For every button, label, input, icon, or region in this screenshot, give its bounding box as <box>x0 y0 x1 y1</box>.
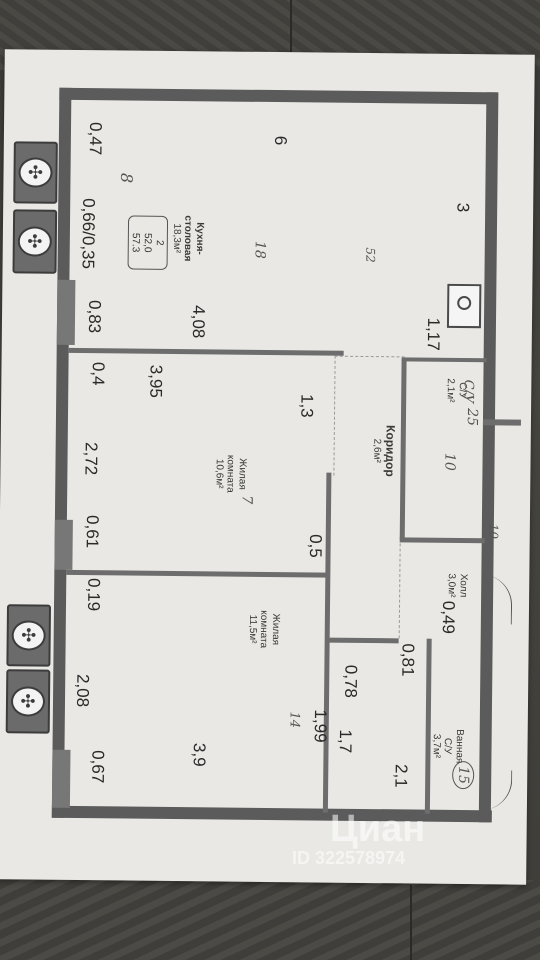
window-mark <box>51 749 71 808</box>
air-conditioner-icon: ✣ <box>13 141 58 204</box>
door-arc <box>480 770 513 811</box>
dimension-label: 3,95 <box>146 364 166 398</box>
fan-icon: ✣ <box>18 157 53 188</box>
room-area: 2,6м² <box>371 438 383 463</box>
wall-living-living <box>66 569 329 578</box>
air-conditioner-icon: ✣ <box>6 604 52 667</box>
fan-icon: ✣ <box>10 686 46 717</box>
apartment-badge: 2 52,0 57.3 <box>127 215 169 270</box>
dimension-label: 0,49 <box>438 600 459 635</box>
room-area: 3,0м² <box>446 573 458 598</box>
dimension-label: 0,5 <box>305 534 326 558</box>
air-conditioner-icon: ✣ <box>12 209 58 274</box>
sink-icon <box>446 283 482 329</box>
dimension-label: 0,47 <box>85 122 106 156</box>
dashed-line <box>334 355 405 358</box>
air-conditioner-icon: ✣ <box>5 669 51 734</box>
dimension-label: 0,67 <box>88 750 108 784</box>
room-area: 2,1м² <box>445 378 457 403</box>
room-kitchen: Кухня-столовая 18,3м² <box>170 198 205 278</box>
room-area: 3,7м² <box>430 733 442 759</box>
dimension-label: 1,7 <box>335 729 356 754</box>
handwritten-note: 18 <box>251 240 268 259</box>
watermark-id: ID 322578974 <box>292 848 406 868</box>
dashed-line <box>333 355 336 476</box>
room-name: Коридор <box>383 425 398 477</box>
dimension-label: 0,83 <box>84 300 105 334</box>
floor-plan-sheet: ✣ ✣ ✣ ✣ Кухня-столовая 18,3м² 2 52,0 57.… <box>0 49 535 885</box>
handwritten-note: 15 <box>452 761 475 790</box>
room-corridor: Коридор 2,6м² <box>371 416 397 486</box>
dimension-label: 3,9 <box>189 742 209 767</box>
window-mark <box>54 519 73 570</box>
room-area: 11,5м² <box>246 614 259 644</box>
handwritten-note: 8 <box>117 172 137 184</box>
handwritten-note: 52 <box>363 247 378 263</box>
handwritten-note: 7 <box>238 495 255 505</box>
dimension-label: 2,08 <box>72 673 93 708</box>
dimension-label: 0,81 <box>398 643 418 677</box>
room-area: 18,3м² <box>170 223 183 254</box>
wall-kitchen-living <box>68 347 344 356</box>
badge-count: 2 <box>153 239 165 246</box>
dimension-label: 0,78 <box>341 664 361 699</box>
window-mark <box>56 279 76 345</box>
wall-wc-box <box>399 359 407 540</box>
ground-crack <box>410 885 412 960</box>
dimension-label: 1,17 <box>423 317 444 351</box>
outer-wall-right <box>478 92 499 823</box>
dimension-label: 6 <box>271 135 291 146</box>
wall-wc-top <box>401 357 487 363</box>
dimension-label: 1,99 <box>310 709 330 743</box>
dimension-label: 0,66/0,35 <box>78 198 99 270</box>
fan-icon: ✣ <box>17 226 52 257</box>
dimension-label: 0,4 <box>88 361 108 386</box>
dimension-label: 0,61 <box>82 514 103 549</box>
badge-sub: 57.3 <box>129 232 141 253</box>
wall-wc-bottom <box>399 537 485 544</box>
handwritten-note: С/У <box>460 379 476 404</box>
background-ground-bottom <box>0 880 540 960</box>
watermark-brand: Циан <box>330 808 426 850</box>
dimension-label: 2,72 <box>81 441 101 476</box>
handwritten-note: 14 <box>286 711 302 729</box>
room-name: Холл <box>457 573 469 598</box>
dimension-label: 4,08 <box>188 305 209 339</box>
dimension-label: 2,1 <box>391 763 411 788</box>
dimension-label: 1,3 <box>297 393 317 418</box>
badge-total: 52,0 <box>141 232 153 253</box>
dashed-line <box>398 543 401 639</box>
dimension-label: 3 <box>453 202 473 213</box>
door-arc <box>480 574 513 625</box>
room-hall: Холл 3,0м² <box>446 565 469 605</box>
fan-icon: ✣ <box>11 620 46 651</box>
wall-stub <box>482 419 521 426</box>
handwritten-note: 10 <box>486 523 501 540</box>
handwritten-note: 10 <box>441 452 458 471</box>
wall-bath-top <box>328 637 399 644</box>
handwritten-note: 25 <box>463 408 481 427</box>
room-name: Кухня-столовая <box>182 215 206 262</box>
room-area: 10,6м² <box>213 458 225 489</box>
outer-wall-top <box>59 87 498 105</box>
ground-crack <box>290 0 292 70</box>
dimension-label: 0,19 <box>83 578 104 612</box>
